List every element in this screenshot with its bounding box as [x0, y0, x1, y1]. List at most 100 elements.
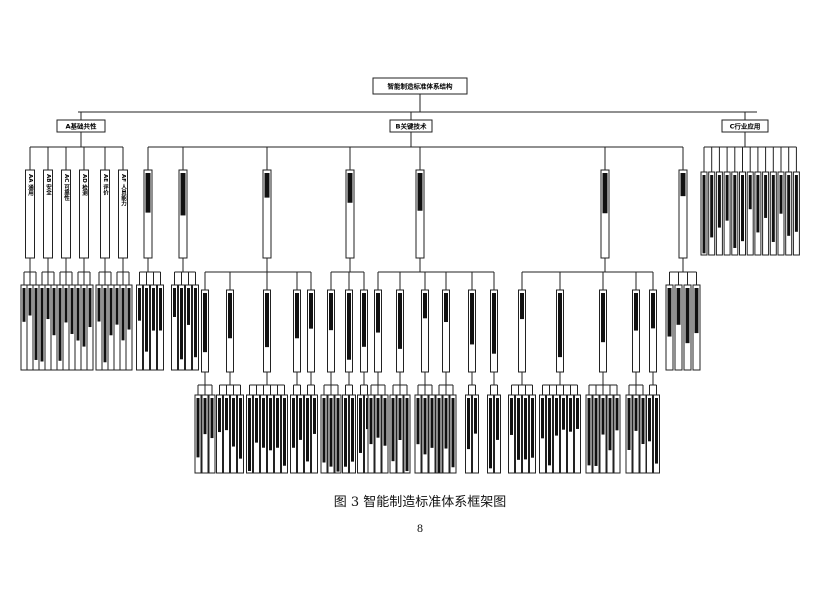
b-subsystem-node-bg-text [680, 173, 686, 197]
leaf-standard-node-text [496, 398, 499, 440]
c-industry-node-cg-text [748, 175, 752, 210]
leaf-standard-node-text [239, 398, 242, 459]
leaf-standard-node [223, 394, 230, 474]
leaf-standard-node-text [416, 398, 420, 445]
leaf-standard-node-text [22, 288, 26, 322]
intermediate-standard-node-text [558, 293, 562, 358]
leaf-standard-node-text [313, 398, 316, 434]
leaf-standard-node-text [64, 288, 68, 323]
leaf-standard-node-text [667, 288, 672, 337]
intermediate-standard-node-text [634, 293, 638, 331]
leaf-standard-node-text [180, 288, 183, 360]
leaf-standard-node-text [82, 288, 86, 347]
leaf-standard-node-text [145, 288, 148, 352]
leaf-standard-node-text [383, 398, 387, 446]
leaf-standard-node [567, 394, 574, 474]
leaf-standard-node-text [127, 288, 131, 330]
leaf-standard-node-text [58, 288, 62, 361]
intermediate-standard-node-text [444, 293, 448, 323]
intermediate-standard-node-text [309, 293, 313, 329]
c-industry-node-cg [746, 171, 754, 256]
leaf-standard-node-text [601, 398, 605, 435]
leaf-standard-node-text [608, 398, 612, 451]
leaf-standard-node-text [451, 398, 455, 468]
leaf-standard-node-text [531, 398, 534, 458]
leaf-standard-node-text [489, 398, 492, 469]
leaf-standard-node-text [336, 398, 340, 472]
leaf-standard-node-text [103, 288, 107, 363]
leaf-standard-node-text [269, 398, 272, 451]
b-subsystem-node-bc-text [264, 173, 270, 198]
intermediate-standard-node-text [203, 293, 207, 353]
c-industry-node-cl-text [787, 175, 791, 236]
leaf-standard-node [574, 394, 581, 474]
c-industry-node-cm-text [794, 175, 798, 232]
leaf-standard-node-text [391, 398, 395, 462]
leaf-standard-node-text [344, 398, 347, 467]
leaf-standard-node-text [467, 398, 470, 450]
intermediate-standard-node-text [329, 293, 333, 331]
leaf-standard-node [86, 284, 94, 371]
leaf-standard-node-text [587, 398, 591, 466]
intermediate-standard-node-text [423, 293, 427, 319]
leaf-standard-node-text [76, 288, 80, 341]
leaf-standard-node [472, 394, 479, 474]
figure-caption: 图 3 智能制造标准体系框架图 [333, 495, 507, 510]
leaf-standard-node [632, 394, 640, 474]
c-industry-node-cc-text [717, 175, 721, 228]
leaf-standard-node-text [615, 398, 619, 431]
leaf-standard-node-text [437, 398, 441, 473]
group-a-node-label: A基础共性 [65, 122, 97, 131]
leaf-standard-node-text [88, 288, 92, 328]
leaf-standard-node-text [322, 398, 326, 463]
leaf-standard-node [216, 394, 223, 474]
a-subsystem-node-label: AF 人员能力 [120, 174, 127, 207]
a-subsystem-node-label: AA 通用 [27, 174, 35, 197]
leaf-standard-node-text [138, 288, 141, 321]
intermediate-standard-node-text [362, 293, 366, 347]
leaf-standard-node-text [283, 398, 286, 466]
c-industry-node-ce-text [733, 175, 737, 248]
leaf-standard-node-text [159, 288, 162, 331]
leaf-standard-node-text [676, 288, 681, 325]
leaf-standard-node-text [218, 398, 221, 433]
leaf-standard-node [136, 284, 143, 371]
group-c-node-label: C行业应用 [730, 122, 761, 131]
intermediate-standard-node-text [398, 293, 402, 349]
leaf-standard-node-text [225, 398, 228, 431]
leaf-standard-node-text [569, 398, 572, 432]
a-subsystem-node-label: AB 安全 [45, 174, 53, 197]
leaf-standard-node-text [510, 398, 513, 435]
leaf-standard-node [560, 394, 567, 474]
leaf-standard-node-text [594, 398, 598, 466]
c-industry-node-ca-text [702, 175, 706, 254]
b-subsystem-node-ba-text [145, 173, 151, 213]
leaf-standard-node-text [46, 288, 50, 320]
leaf-standard-node-text [351, 398, 354, 462]
leaf-standard-node-text [430, 398, 434, 448]
leaf-standard-node-text [641, 398, 645, 445]
leaf-standard-node-text [685, 288, 690, 344]
a-subsystem-node-label: AE 评价 [102, 174, 109, 196]
leaf-standard-node-text [292, 398, 295, 448]
leaf-standard-node-text [109, 288, 113, 336]
b-subsystem-node-bb-text [180, 173, 186, 216]
intermediate-standard-node-text [492, 293, 496, 354]
leaf-standard-node-text [398, 398, 402, 441]
leaf-standard-node-text [694, 288, 699, 334]
leaf-standard-node-text [248, 398, 251, 471]
intermediate-standard-node-text [601, 293, 605, 343]
root-node-label: 智能制造标准体系结构 [388, 82, 454, 91]
leaf-standard-node-text [329, 398, 333, 467]
leaf-standard-node-text [152, 288, 155, 331]
leaf-standard-node-text [423, 398, 427, 455]
c-industry-node-cb-text [710, 175, 714, 238]
intermediate-standard-node-text [651, 293, 655, 329]
leaf-standard-node-text [115, 288, 119, 325]
leaf-standard-node-text [517, 398, 520, 460]
intermediate-standard-node-text [347, 293, 351, 360]
b-subsystem-node-be-text [417, 173, 423, 211]
b-subsystem-node-bf-text [602, 173, 608, 214]
leaf-standard-node-text [376, 398, 380, 438]
